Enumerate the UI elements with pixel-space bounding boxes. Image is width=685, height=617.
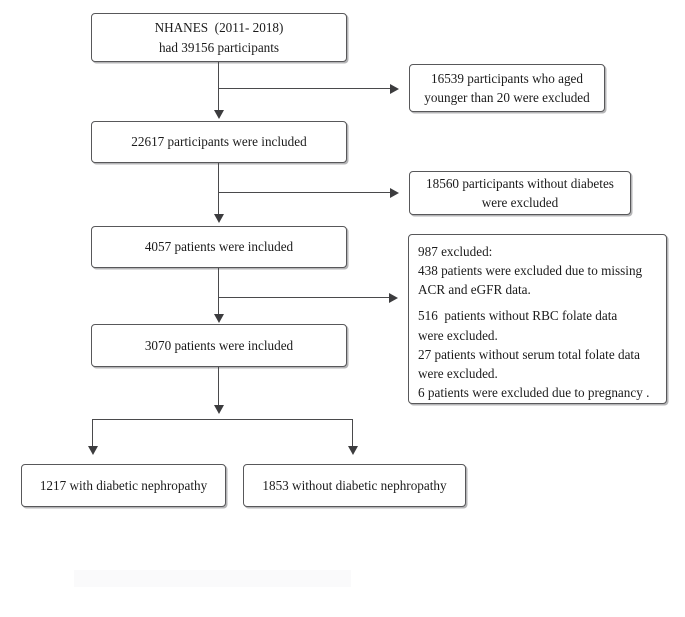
node-included-diabetes: 4057 patients were included (91, 226, 347, 268)
excluded-data-line-4: 516 patients without RBC folate data (418, 308, 618, 324)
node-excluded-age-text: 16539 participants who aged younger than… (416, 69, 598, 107)
node-group-without-dn-text: 1853 without diabetic nephropathy (262, 477, 447, 493)
arrowhead-to-excluded-nodiabetes (390, 187, 399, 198)
cohort-source-line-2: had 39156 participants (158, 39, 280, 55)
connector-branch-age-exclusion (218, 88, 392, 90)
arrowhead-to-included-diabetes (213, 214, 224, 223)
excluded-nodiabetes-line-2: were excluded (481, 195, 559, 210)
node-included-final-text: 3070 patients were included (144, 337, 294, 353)
node-excluded-data-text: 987 excluded: 438 patients were excluded… (418, 242, 649, 402)
node-included-diabetes-text: 4057 patients were included (144, 239, 294, 255)
node-excluded-nodiabetes-text: 18560 participants without diabetes were… (416, 174, 624, 212)
connector-trunk-2 (218, 163, 220, 218)
node-included-final: 3070 patients were included (91, 324, 347, 367)
node-group-with-dn-text: 1217 with diabetic nephropathy (39, 477, 208, 493)
node-excluded-nodiabetes: 18560 participants without diabetes were… (409, 171, 631, 215)
node-excluded-age: 16539 participants who aged younger than… (409, 64, 605, 112)
arrowhead-to-split-bar (213, 405, 224, 414)
connector-drop-left (92, 419, 94, 450)
arrowhead-to-excluded-age (390, 83, 399, 94)
excluded-data-line-3: ACR and eGFR data. (418, 282, 531, 298)
excluded-data-line-6: 27 patients without serum total folate d… (418, 346, 640, 362)
excluded-data-line-1: 987 excluded: (418, 244, 493, 259)
arrowhead-to-group-without-dn (347, 446, 358, 455)
arrowhead-to-group-with-dn (87, 446, 98, 455)
connector-branch-diabetes-exclusion (218, 192, 392, 194)
excluded-age-line-2: younger than 20 were excluded (424, 90, 590, 105)
connector-trunk-4 (218, 367, 220, 412)
excluded-data-line-2: 438 patients were excluded due to missin… (418, 263, 643, 279)
connector-drop-right (352, 419, 354, 450)
node-excluded-data: 987 excluded: 438 patients were excluded… (408, 234, 667, 404)
node-group-without-dn: 1853 without diabetic nephropathy (243, 464, 466, 507)
excluded-age-line-1: 16539 participants who aged (431, 70, 583, 86)
excluded-data-line-5: were excluded. (418, 327, 498, 343)
connector-trunk-3 (218, 268, 220, 318)
node-included-20plus: 22617 participants were included (91, 121, 347, 163)
node-cohort-source-text: NHANES (2011- 2018) had 39156 participan… (98, 18, 340, 56)
node-included-20plus-text: 22617 participants were included (131, 134, 307, 150)
excluded-data-line-8: 6 patients were excluded due to pregnanc… (418, 384, 650, 400)
arrowhead-to-included-final (213, 314, 224, 323)
scan-artifact (74, 570, 351, 587)
arrowhead-to-included-20plus (213, 110, 224, 119)
cohort-source-line-1: NHANES (2011- 2018) (154, 20, 284, 36)
excluded-nodiabetes-line-1: 18560 participants without diabetes (426, 175, 614, 191)
excluded-data-line-7: were excluded. (418, 365, 498, 381)
connector-branch-data-exclusion (218, 297, 391, 299)
node-cohort-source: NHANES (2011- 2018) had 39156 participan… (91, 13, 347, 62)
connector-split-bar (92, 419, 353, 421)
arrowhead-to-excluded-data (389, 292, 398, 303)
node-group-with-dn: 1217 with diabetic nephropathy (21, 464, 226, 507)
